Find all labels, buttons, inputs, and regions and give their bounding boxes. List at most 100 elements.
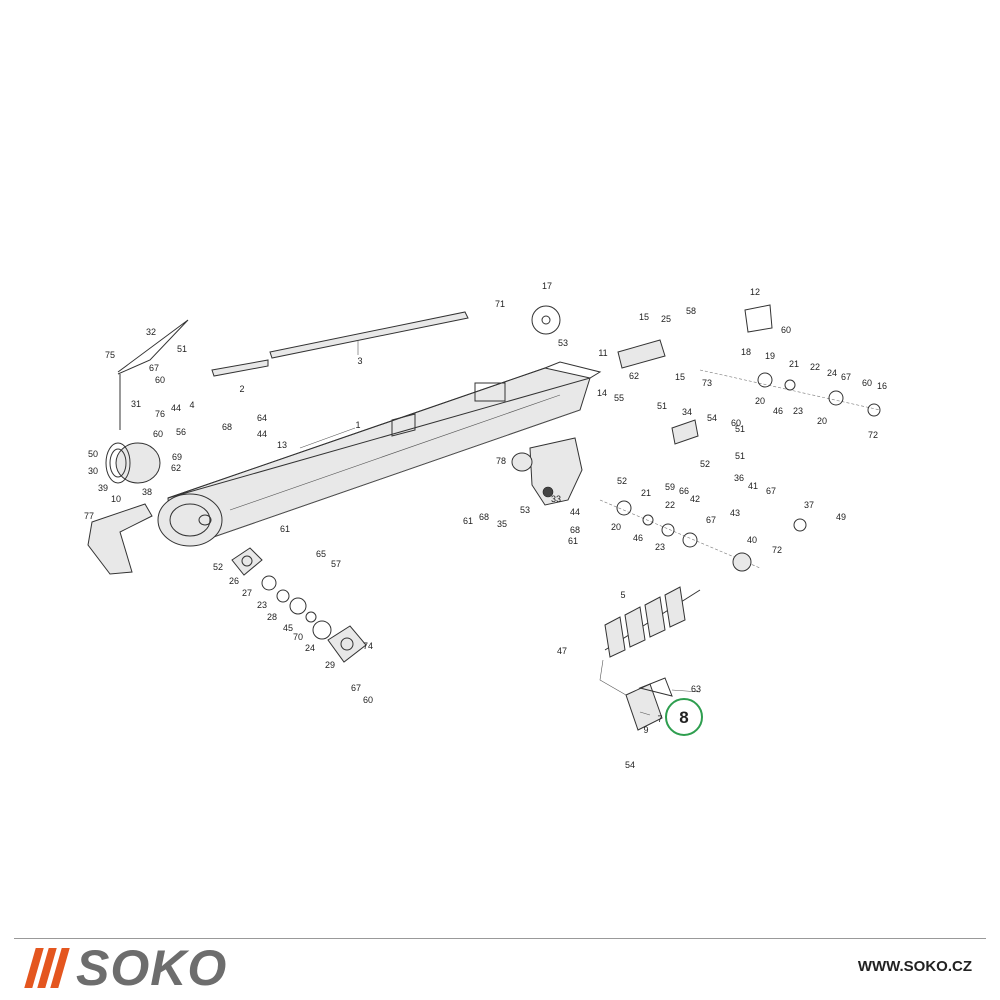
part-number-label: 27	[242, 588, 252, 598]
part-number-label: 52	[617, 476, 627, 486]
part-number-label: 68	[479, 512, 489, 522]
part-number-label: 66	[679, 486, 689, 496]
part-number-label: 30	[88, 466, 98, 476]
part-number-label: 69	[172, 452, 182, 462]
part-number-label: 39	[98, 483, 108, 493]
part-number-label: 51	[735, 424, 745, 434]
part-number-label: 55	[614, 393, 624, 403]
part-number-label: 10	[111, 494, 121, 504]
part-number-label: 52	[700, 459, 710, 469]
part-number-label: 32	[146, 327, 156, 337]
part-number-label: 63	[691, 684, 701, 694]
part-number-label: 74	[363, 641, 373, 651]
part-number-label: 16	[877, 381, 887, 391]
part-number-label: 67	[841, 372, 851, 382]
part-number-label: 18	[741, 347, 751, 357]
part-number-label: 53	[558, 338, 568, 348]
callout-label: 8	[679, 708, 688, 727]
part-number-label: 13	[277, 440, 287, 450]
part-number-label: 68	[570, 525, 580, 535]
part-number-label: 60	[153, 429, 163, 439]
part-number-label: 57	[331, 559, 341, 569]
part-number-label: 22	[810, 362, 820, 372]
part-number-label: 9	[643, 725, 648, 735]
part-number-label: 46	[633, 533, 643, 543]
part-number-label: 40	[747, 535, 757, 545]
part-number-label: 49	[836, 512, 846, 522]
part-number-label: 21	[789, 359, 799, 369]
part-number-label: 20	[755, 396, 765, 406]
part-number-label: 15	[639, 312, 649, 322]
part-number-label: 50	[88, 449, 98, 459]
part-number-label: 51	[657, 401, 667, 411]
part-number-label: 51	[735, 451, 745, 461]
part-number-label: 60	[155, 375, 165, 385]
part-number-label: 62	[629, 371, 639, 381]
part-number-label: 23	[655, 542, 665, 552]
logo-text: SOKO	[76, 940, 228, 996]
part-number-label: 61	[568, 536, 578, 546]
part-number-label: 41	[748, 481, 758, 491]
part-number-label: 67	[706, 515, 716, 525]
part-number-label: 53	[520, 505, 530, 515]
part-number-label: 31	[131, 399, 141, 409]
soko-logo: SOKO	[24, 940, 228, 996]
part-number-label: 23	[257, 600, 267, 610]
part-number-label: 67	[149, 363, 159, 373]
part-number-label: 60	[363, 695, 373, 705]
part-number-label: 67	[766, 486, 776, 496]
part-number-label: 5	[620, 590, 625, 600]
part-number-label: 73	[702, 378, 712, 388]
part-number-label: 44	[257, 429, 267, 439]
part-number-label: 60	[781, 325, 791, 335]
part-number-label: 43	[730, 508, 740, 518]
part-number-label: 45	[283, 623, 293, 633]
part-number-label: 68	[222, 422, 232, 432]
logo-bars-icon	[24, 948, 70, 988]
part-number-label: 51	[177, 344, 187, 354]
part-number-label: 52	[213, 562, 223, 572]
part-number-label: 37	[804, 500, 814, 510]
part-number-label: 65	[316, 549, 326, 559]
part-number-label: 72	[868, 430, 878, 440]
part-number-label: 56	[176, 427, 186, 437]
part-number-label: 34	[682, 407, 692, 417]
part-number-label: 47	[557, 646, 567, 656]
part-number-label: 33	[551, 494, 561, 504]
part-number-label: 62	[171, 463, 181, 473]
part-number-label: 12	[750, 287, 760, 297]
part-number-label: 78	[496, 456, 506, 466]
part-number-label: 24	[305, 643, 315, 653]
website-link[interactable]: WWW.SOKO.CZ	[857, 958, 972, 975]
part-number-label: 42	[690, 494, 700, 504]
part-number-label: 17	[542, 281, 552, 291]
part-number-label: 44	[570, 507, 580, 517]
part-number-label: 60	[731, 418, 741, 428]
part-number-label: 59	[665, 482, 675, 492]
part-number-label: 75	[105, 350, 115, 360]
part-number-label: 61	[280, 524, 290, 534]
part-number-label: 64	[257, 413, 267, 423]
part-number-label: 35	[497, 519, 507, 529]
part-number-label: 14	[597, 388, 607, 398]
part-number-label: 44	[171, 403, 181, 413]
part-number-label: 36	[734, 473, 744, 483]
part-number-label: 26	[229, 576, 239, 586]
part-number-label: 23	[793, 406, 803, 416]
highlight-callout: 8	[665, 698, 703, 736]
part-number-label: 38	[142, 487, 152, 497]
part-number-label: 67	[351, 683, 361, 693]
part-number-label: 20	[611, 522, 621, 532]
part-number-label: 7	[657, 714, 662, 724]
part-number-label: 72	[772, 545, 782, 555]
part-number-label: 19	[765, 351, 775, 361]
part-number-label: 61	[463, 516, 473, 526]
part-number-label: 3	[357, 356, 362, 366]
part-number-label: 76	[155, 409, 165, 419]
part-number-label: 28	[267, 612, 277, 622]
part-number-label: 46	[773, 406, 783, 416]
part-number-label: 1	[355, 420, 360, 430]
footer-divider	[14, 938, 986, 939]
